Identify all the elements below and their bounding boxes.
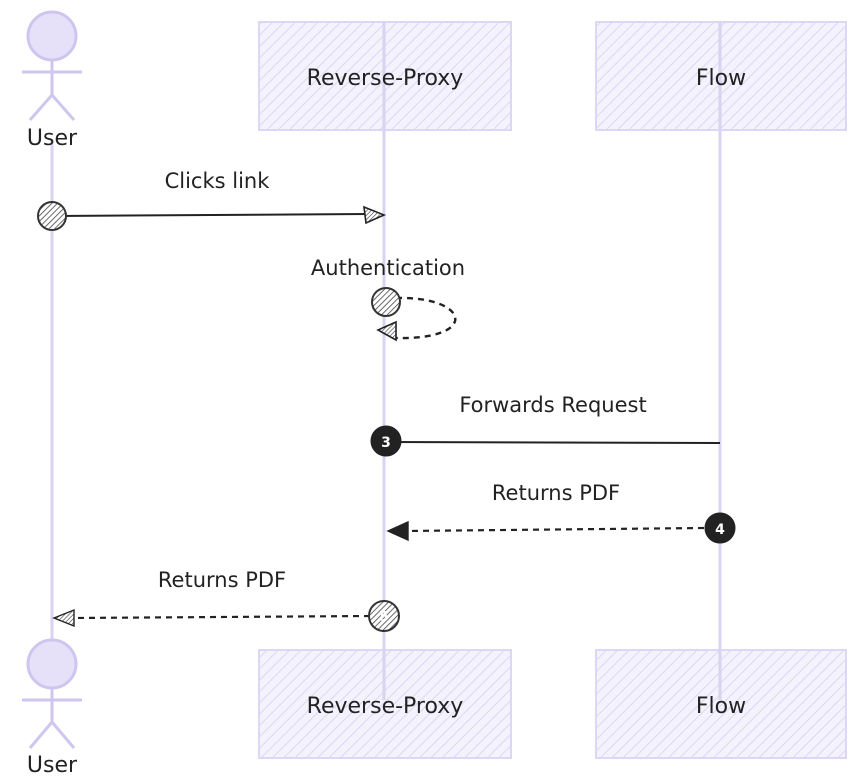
- message-number-3: 3: [381, 435, 391, 451]
- message-arrow-2: [395, 296, 457, 340]
- message-label-2: Authentication: [311, 256, 465, 280]
- arrowhead-5-icon: [52, 608, 75, 628]
- message-arrow-5: [71, 614, 371, 620]
- message-marker-5: [368, 600, 400, 632]
- user-actor-icon-bottom: [22, 638, 82, 749]
- message-marker-4: [704, 512, 736, 544]
- message-marker-1: [37, 201, 67, 231]
- message-marker-3: [370, 425, 402, 457]
- participant-label-proxy-bottom: Reverse-Proxy: [307, 694, 464, 719]
- message-marker-2: [371, 287, 401, 317]
- participant-label-proxy-top: Reverse-Proxy: [307, 66, 464, 91]
- user-label-bottom: User: [27, 753, 78, 778]
- arrowhead-4-icon: [386, 520, 409, 542]
- participant-label-flow-bottom: Flow: [696, 694, 746, 719]
- message-arrow-3: [385, 441, 721, 444]
- participant-label-flow-top: Flow: [696, 66, 746, 91]
- user-actor-icon-top: [22, 10, 82, 121]
- message-label-1: Clicks link: [165, 169, 271, 193]
- arrowhead-2-icon: [376, 320, 397, 342]
- message-number-5: 5: [379, 610, 388, 625]
- message-number-4: 4: [715, 522, 725, 538]
- message-arrow-4: [403, 526, 705, 533]
- arrowhead-1-icon: [363, 205, 387, 225]
- message-label-5: Returns PDF: [158, 568, 286, 592]
- message-label-4: Returns PDF: [492, 481, 620, 505]
- message-arrow-1: [55, 213, 369, 217]
- user-label-top: User: [27, 126, 78, 151]
- message-label-3: Forwards Request: [459, 393, 646, 417]
